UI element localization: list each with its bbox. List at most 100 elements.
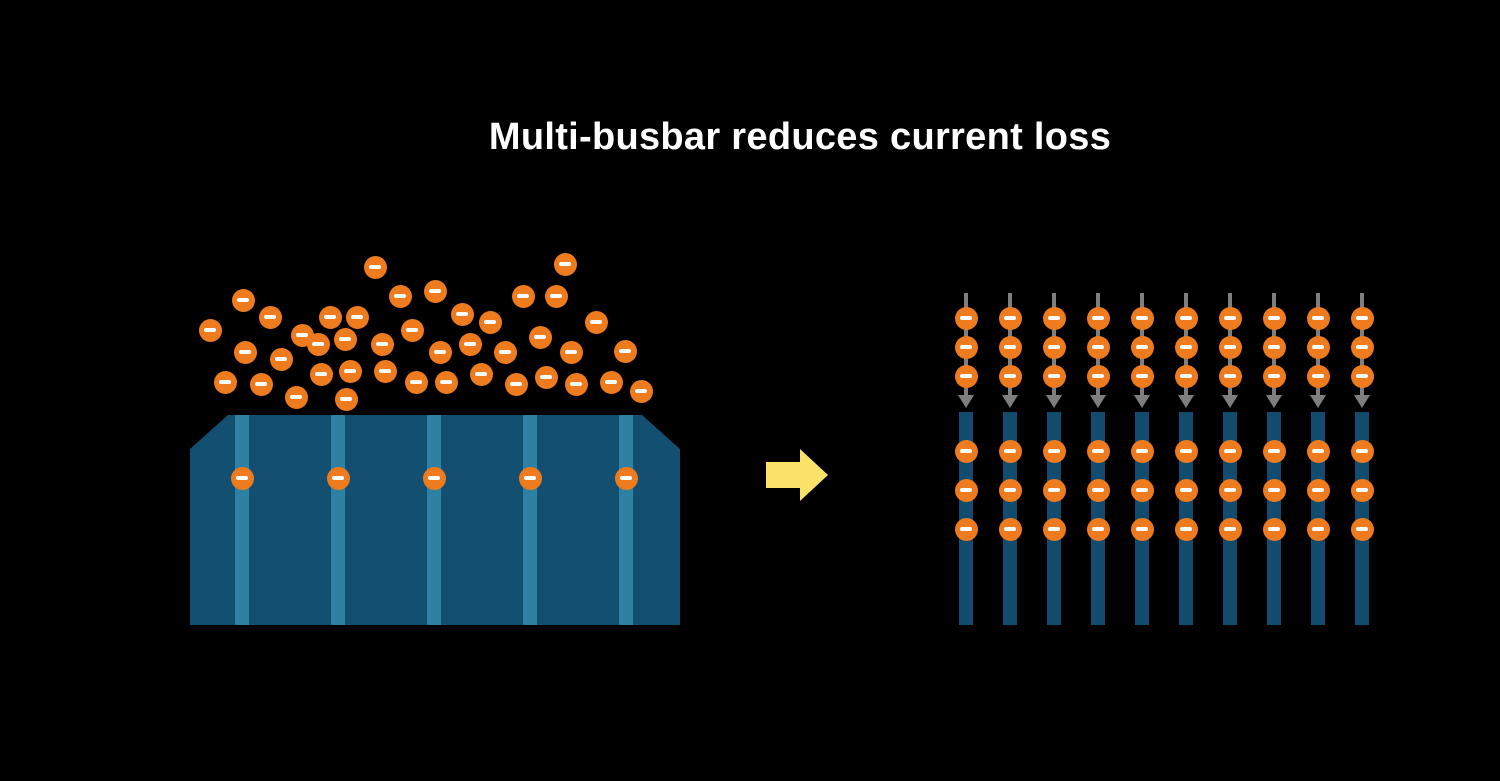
electron-icon	[1306, 478, 1330, 502]
minus-icon	[960, 374, 972, 378]
electron-icon	[1174, 306, 1198, 330]
electron-icon	[404, 370, 428, 394]
busbar-stripe	[427, 415, 441, 625]
minus-icon	[1048, 374, 1060, 378]
minus-icon	[590, 320, 602, 324]
electron-icon	[284, 385, 308, 409]
minus-icon	[1312, 316, 1324, 320]
minus-icon	[1092, 488, 1104, 492]
electron-icon	[1130, 517, 1154, 541]
electron-icon	[1086, 335, 1110, 359]
electron-icon	[428, 340, 452, 364]
electron-icon	[954, 306, 978, 330]
electron-icon	[1042, 306, 1066, 330]
transition-arrow-shaft	[766, 462, 801, 488]
electron-icon	[1262, 364, 1286, 388]
electron-icon	[213, 370, 237, 394]
minus-icon	[1356, 345, 1368, 349]
electron-icon	[363, 255, 387, 279]
electron-icon	[1262, 478, 1286, 502]
minus-icon	[1224, 449, 1236, 453]
minus-icon	[1004, 374, 1016, 378]
minus-icon	[1356, 527, 1368, 531]
electron-icon	[1306, 439, 1330, 463]
minus-icon	[540, 375, 552, 379]
electron-icon	[559, 340, 583, 364]
flow-arrowhead-icon	[958, 395, 974, 408]
electron-icon	[373, 359, 397, 383]
electron-icon	[954, 478, 978, 502]
electron-icon	[231, 288, 255, 312]
minus-icon	[960, 449, 972, 453]
electron-icon	[1042, 517, 1066, 541]
minus-icon	[1136, 374, 1148, 378]
minus-icon	[1312, 374, 1324, 378]
flow-arrowhead-icon	[1090, 395, 1106, 408]
minus-icon	[1312, 488, 1324, 492]
busbar-stripe	[331, 415, 345, 625]
electron-icon	[1218, 517, 1242, 541]
electron-icon	[423, 279, 447, 303]
electron-icon	[370, 332, 394, 356]
electron-icon	[613, 339, 637, 363]
electron-icon	[954, 439, 978, 463]
minus-icon	[1312, 527, 1324, 531]
minus-icon	[1092, 316, 1104, 320]
busbar-stripe	[235, 415, 249, 625]
electron-icon	[1306, 364, 1330, 388]
electron-icon	[504, 372, 528, 396]
minus-icon	[524, 476, 536, 480]
minus-icon	[1180, 374, 1192, 378]
electron-icon	[544, 284, 568, 308]
electron-icon	[1350, 478, 1374, 502]
electron-icon	[1218, 364, 1242, 388]
minus-icon	[1312, 449, 1324, 453]
electron-icon	[528, 325, 552, 349]
electron-icon	[345, 305, 369, 329]
minus-icon	[1136, 527, 1148, 531]
minus-icon	[1136, 316, 1148, 320]
minus-icon	[559, 262, 571, 266]
minus-icon	[565, 350, 577, 354]
minus-icon	[1268, 316, 1280, 320]
electron-icon	[458, 332, 482, 356]
electron-icon	[1350, 517, 1374, 541]
flow-arrowhead-icon	[1354, 395, 1370, 408]
minus-icon	[1180, 449, 1192, 453]
minus-icon	[376, 342, 388, 346]
minus-icon	[1004, 449, 1016, 453]
minus-icon	[1048, 449, 1060, 453]
minus-icon	[324, 315, 336, 319]
minus-icon	[379, 369, 391, 373]
flow-arrowhead-icon	[1178, 395, 1194, 408]
electron-icon	[1042, 364, 1066, 388]
minus-icon	[1092, 527, 1104, 531]
electron-icon	[1086, 439, 1110, 463]
minus-icon	[340, 397, 352, 401]
electron-icon	[450, 302, 474, 326]
electron-icon	[553, 252, 577, 276]
minus-icon	[510, 382, 522, 386]
electron-icon	[584, 310, 608, 334]
minus-icon	[1268, 374, 1280, 378]
electron-icon	[1086, 517, 1110, 541]
minus-icon	[1312, 345, 1324, 349]
electron-icon	[233, 340, 257, 364]
minus-icon	[517, 294, 529, 298]
electron-icon	[954, 335, 978, 359]
minus-icon	[1356, 374, 1368, 378]
minus-icon	[1092, 345, 1104, 349]
electron-icon	[1130, 335, 1154, 359]
minus-icon	[315, 372, 327, 376]
electron-icon	[954, 364, 978, 388]
minus-icon	[960, 316, 972, 320]
minus-icon	[1356, 316, 1368, 320]
electron-icon	[1086, 478, 1110, 502]
minus-icon	[1180, 345, 1192, 349]
minus-icon	[406, 328, 418, 332]
electron-icon	[326, 466, 350, 490]
minus-icon	[1048, 527, 1060, 531]
minus-icon	[237, 298, 249, 302]
minus-icon	[351, 315, 363, 319]
minus-icon	[550, 294, 562, 298]
